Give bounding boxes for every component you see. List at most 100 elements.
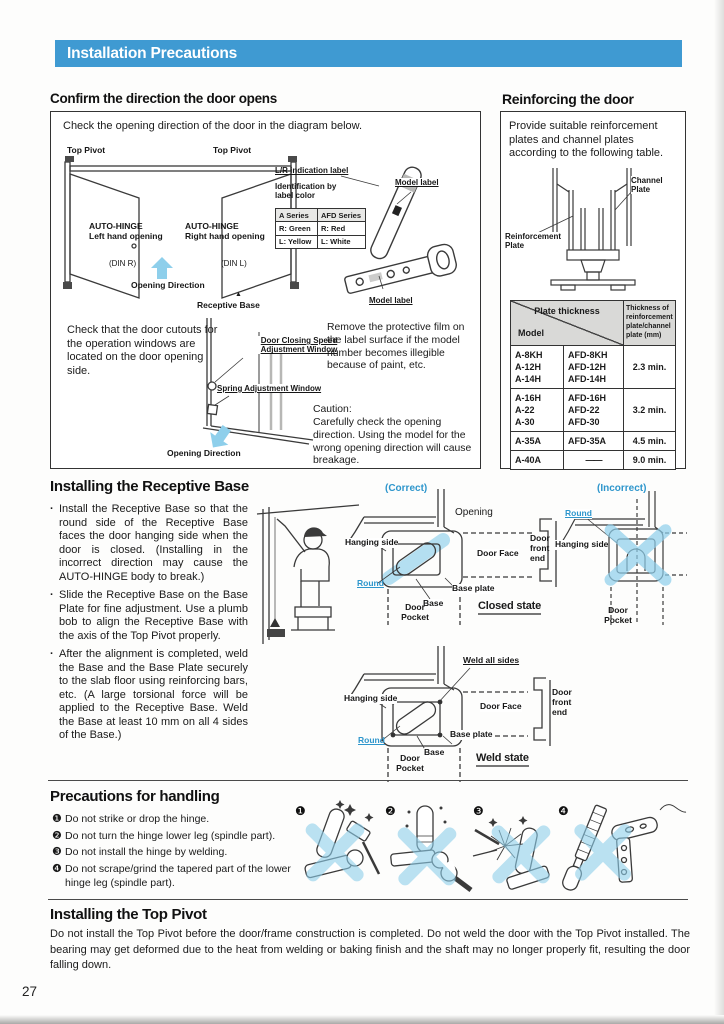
circled-3-icon: ❸ xyxy=(52,846,62,858)
double-door-diagram xyxy=(63,156,299,299)
reinforce-section-title: Reinforcing the door xyxy=(502,91,634,107)
opening-direction-label-1: Opening Direction xyxy=(131,280,205,290)
table-cell-a-models: A-35A xyxy=(511,431,563,450)
receptive-base-marker-icon: ▲ xyxy=(235,291,242,298)
door-face-label: Door Face xyxy=(480,701,522,712)
bullet-text: After the alignment is completed, weld t… xyxy=(59,648,248,741)
circled-1-icon: ❶ xyxy=(52,813,62,825)
incorrect-caption: (Incorrect) xyxy=(597,483,647,494)
scan-edge-bottom xyxy=(0,1015,724,1024)
circled-4-icon: ❹ xyxy=(558,804,569,818)
incorrect-diagram xyxy=(561,491,687,625)
model-label-top: Model label xyxy=(395,178,439,188)
circled-1-icon: ❶ xyxy=(295,804,306,818)
scan-edge-right xyxy=(714,0,724,1024)
prohibition-x-icon xyxy=(574,824,632,881)
door-front-end-label: Door front end xyxy=(530,533,550,563)
item-text: Do not strike or drop the hinge. xyxy=(65,813,210,825)
series-cell-l-afd: L: White xyxy=(317,234,366,250)
reinforcement-plate-label: Reinforcement Plate xyxy=(505,232,562,251)
correct-diagram xyxy=(346,489,557,625)
reinforce-box: Provide suitable reinforcement plates an… xyxy=(500,111,686,470)
bullet-icon: · xyxy=(50,503,54,515)
reinforcement-diagram xyxy=(526,168,636,291)
confirm-box: Check the opening direction of the door … xyxy=(50,111,481,469)
series-color-table: A Series AFD Series R: Green R: Red L: Y… xyxy=(275,207,366,250)
prohibition-x-icon xyxy=(305,823,365,882)
table-cell-afd-models: AFD-35A xyxy=(563,431,623,450)
weld-all-sides-label: Weld all sides xyxy=(463,655,520,666)
top-pivot-blocks xyxy=(65,156,297,162)
grind-illustration xyxy=(562,804,687,891)
incorrect-figure: (Incorrect) Round Hanging side Door Pock… xyxy=(553,483,691,638)
table-cell-a-models: A-16H A-22 A-30 xyxy=(511,388,563,431)
weld-figure: Weld all sides Hanging side Door Face Do… xyxy=(330,642,622,792)
page-header-bar: Installation Precautions xyxy=(55,40,682,67)
series-cell-r-a: R: Green xyxy=(275,221,318,236)
receptive-base-blocks xyxy=(63,282,299,289)
divider xyxy=(48,780,688,781)
opening-direction-up-arrow-icon xyxy=(151,257,173,279)
weld-state-label: Weld state xyxy=(476,752,529,767)
table-cell-thickness: 4.5 min. xyxy=(623,431,675,450)
table-cell-thickness: 9.0 min. xyxy=(623,450,675,469)
list-item: ·After the alignment is completed, weld … xyxy=(50,648,248,743)
identification-label: Identification by label color xyxy=(275,182,337,201)
table-cell-thickness: 2.3 min. xyxy=(623,345,675,388)
bullet-text: Slide the Receptive Base on the Base Pla… xyxy=(59,589,248,642)
table-header-model-cell: Plate thickness Model xyxy=(511,301,623,345)
confirm-intro: Check the opening direction of the door … xyxy=(63,120,363,132)
list-item: · Slide the Receptive Base on the Base Pl… xyxy=(50,589,248,643)
door-front-end-label: Door front end xyxy=(552,687,572,717)
spring-window-label: Spring Adjustment Window xyxy=(217,384,322,394)
hanging-side-label: Hanging side xyxy=(344,693,398,704)
round-label: Round xyxy=(358,735,385,745)
table-cell-afd-models: AFD-16H AFD-22 AFD-30 xyxy=(563,388,623,431)
item-text: Do not turn the hinge lower leg (spindle… xyxy=(65,829,276,842)
base-label: Base xyxy=(424,747,445,758)
circled-2-icon: ❷ xyxy=(385,804,396,818)
table-cell-afd-models: —— xyxy=(563,450,623,469)
hanging-side-label: Hanging side xyxy=(555,539,609,550)
auto-hinge-right-label: AUTO-HINGE Right hand opening xyxy=(185,221,265,241)
top-pivot-label-left: Top Pivot xyxy=(67,145,106,155)
header-plate-thickness: Plate thickness xyxy=(534,306,600,316)
circled-3-icon: ❸ xyxy=(473,804,484,818)
handling-figure-strike: ❶ xyxy=(293,800,388,900)
hanging-side-label: Hanging side xyxy=(345,537,399,548)
receptive-base-label: Receptive Base xyxy=(197,300,260,310)
header-model: Model xyxy=(518,328,544,338)
cutout-note: Check that the door cutouts for the oper… xyxy=(67,324,218,377)
hinge-illustration xyxy=(340,166,457,294)
door-face-label: Door Face xyxy=(477,548,519,559)
series-cell-r-afd: R: Red xyxy=(317,221,366,236)
closed-state-label: Closed state xyxy=(478,600,541,615)
table-cell-a-models: A-40A xyxy=(511,450,563,469)
round-label: Round xyxy=(565,508,592,519)
table-cell-thickness: 3.2 min. xyxy=(623,388,675,431)
strike-illustration xyxy=(304,800,381,882)
welding-illustration xyxy=(472,816,551,890)
model-label-bottom: Model label xyxy=(369,296,413,306)
reinforce-intro: Provide suitable reinforcement plates an… xyxy=(509,120,664,159)
top-pivot-section-title: Installing the Top Pivot xyxy=(50,906,207,923)
handling-figure-wrench: ❷ xyxy=(383,800,478,900)
bullet-icon: · xyxy=(50,589,54,601)
table-cell-a-models: A-8KH A-12H A-14H xyxy=(511,345,563,388)
receptive-base-block xyxy=(267,629,285,637)
series-col-a-header: A Series xyxy=(275,207,318,223)
divider xyxy=(48,899,688,900)
list-item: ·Install the Receptive Base so that the … xyxy=(50,503,248,584)
door-pocket-label: Door Pocket xyxy=(401,602,429,622)
handling-figure-grind: ❹ xyxy=(556,800,690,900)
weld-diagram xyxy=(346,646,551,782)
film-note: Remove the protective film on the label … xyxy=(327,322,465,372)
din-l-label: (DIN L) xyxy=(221,259,247,268)
round-label: Round xyxy=(357,578,384,588)
caution-title: Caution: xyxy=(313,404,352,415)
handling-figure-welding: ❸ xyxy=(471,800,566,900)
